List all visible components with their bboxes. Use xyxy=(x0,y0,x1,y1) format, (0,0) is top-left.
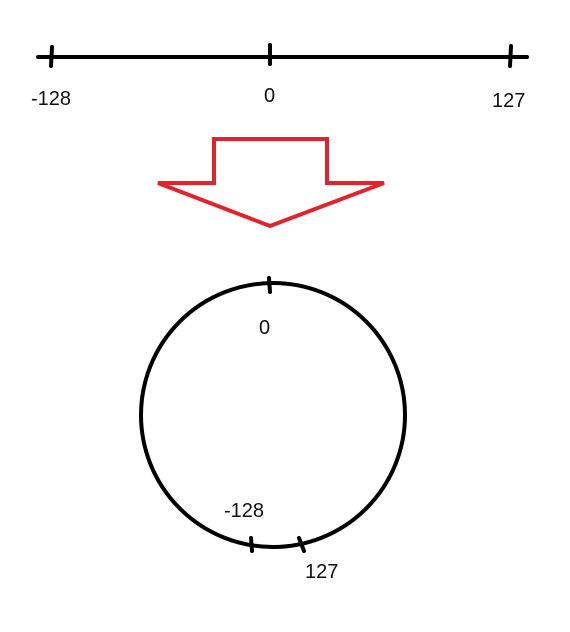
number-circle-ring xyxy=(139,281,407,549)
circle-tick-top xyxy=(267,276,272,294)
number-line-tick-left xyxy=(49,45,54,68)
number-line-tick-right xyxy=(508,44,513,68)
number-line-label-right: 127 xyxy=(492,90,526,112)
number-line xyxy=(36,43,529,68)
circle-label-bottom-right: 127 xyxy=(305,561,339,583)
number-line-label-left: -128 xyxy=(31,88,72,110)
circle-tick-bottom-right xyxy=(297,536,306,553)
down-arrow-icon xyxy=(157,137,385,229)
circle-label-bottom-left: -128 xyxy=(224,500,265,522)
circle-tick-bottom-left xyxy=(249,536,254,553)
number-line-label-middle: 0 xyxy=(264,85,276,107)
circle-label-top: 0 xyxy=(259,317,271,339)
number-circle xyxy=(139,276,407,553)
